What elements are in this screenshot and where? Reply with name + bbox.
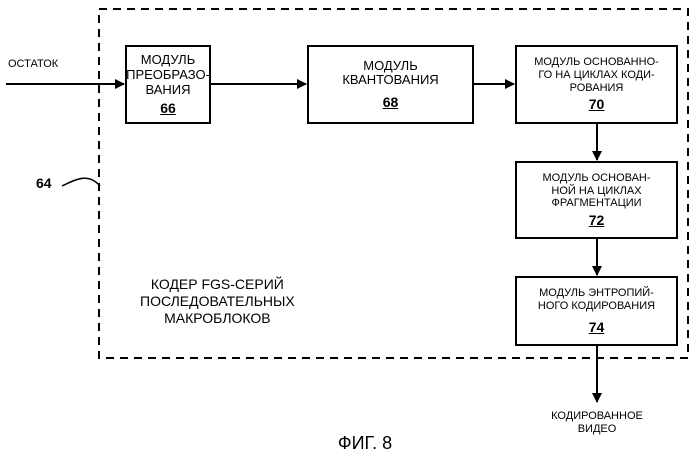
output-label: КОДИРОВАННОЕ ВИДЕО — [532, 410, 662, 436]
cycle-fragmentation-module-label: МОДУЛЬ ОСНОВАН- НОЙ НА ЦИКЛАХ ФРАГМЕНТАЦ… — [542, 172, 650, 210]
cycle-coding-module: МОДУЛЬ ОСНОВАННО- ГО НА ЦИКЛАХ КОДИ- РОВ… — [515, 45, 678, 124]
input-label: ОСТАТОК — [8, 58, 58, 70]
cycle-coding-module-number: 70 — [589, 96, 605, 112]
cycle-fragmentation-module-number: 72 — [589, 212, 605, 228]
cycle-fragmentation-module: МОДУЛЬ ОСНОВАН- НОЙ НА ЦИКЛАХ ФРАГМЕНТАЦ… — [515, 161, 678, 239]
transform-module-number: 66 — [160, 100, 176, 116]
quantization-module-label: МОДУЛЬ КВАНТОВАНИЯ — [342, 59, 438, 89]
cycle-coding-module-label: МОДУЛЬ ОСНОВАННО- ГО НА ЦИКЛАХ КОДИ- РОВ… — [534, 56, 659, 94]
quantization-module-number: 68 — [383, 94, 399, 110]
encoder-ref-number: 64 — [36, 175, 52, 191]
encoder-ref-leader — [62, 178, 100, 186]
quantization-module: МОДУЛЬ КВАНТОВАНИЯ 68 — [307, 45, 474, 124]
transform-module-label: МОДУЛЬ ПРЕОБРАЗО- ВАНИЯ — [126, 53, 210, 98]
entropy-coding-module-number: 74 — [589, 319, 605, 335]
transform-module: МОДУЛЬ ПРЕОБРАЗО- ВАНИЯ 66 — [125, 45, 211, 124]
encoder-caption: КОДЕР FGS-СЕРИЙ ПОСЛЕДОВАТЕЛЬНЫХ МАКРОБЛ… — [140, 276, 295, 326]
entropy-coding-module: МОДУЛЬ ЭНТРОПИЙ- НОГО КОДИРОВАНИЯ 74 — [515, 276, 678, 346]
figure-caption: ФИГ. 8 — [305, 433, 425, 454]
entropy-coding-module-label: МОДУЛЬ ЭНТРОПИЙ- НОГО КОДИРОВАНИЯ — [538, 287, 655, 312]
